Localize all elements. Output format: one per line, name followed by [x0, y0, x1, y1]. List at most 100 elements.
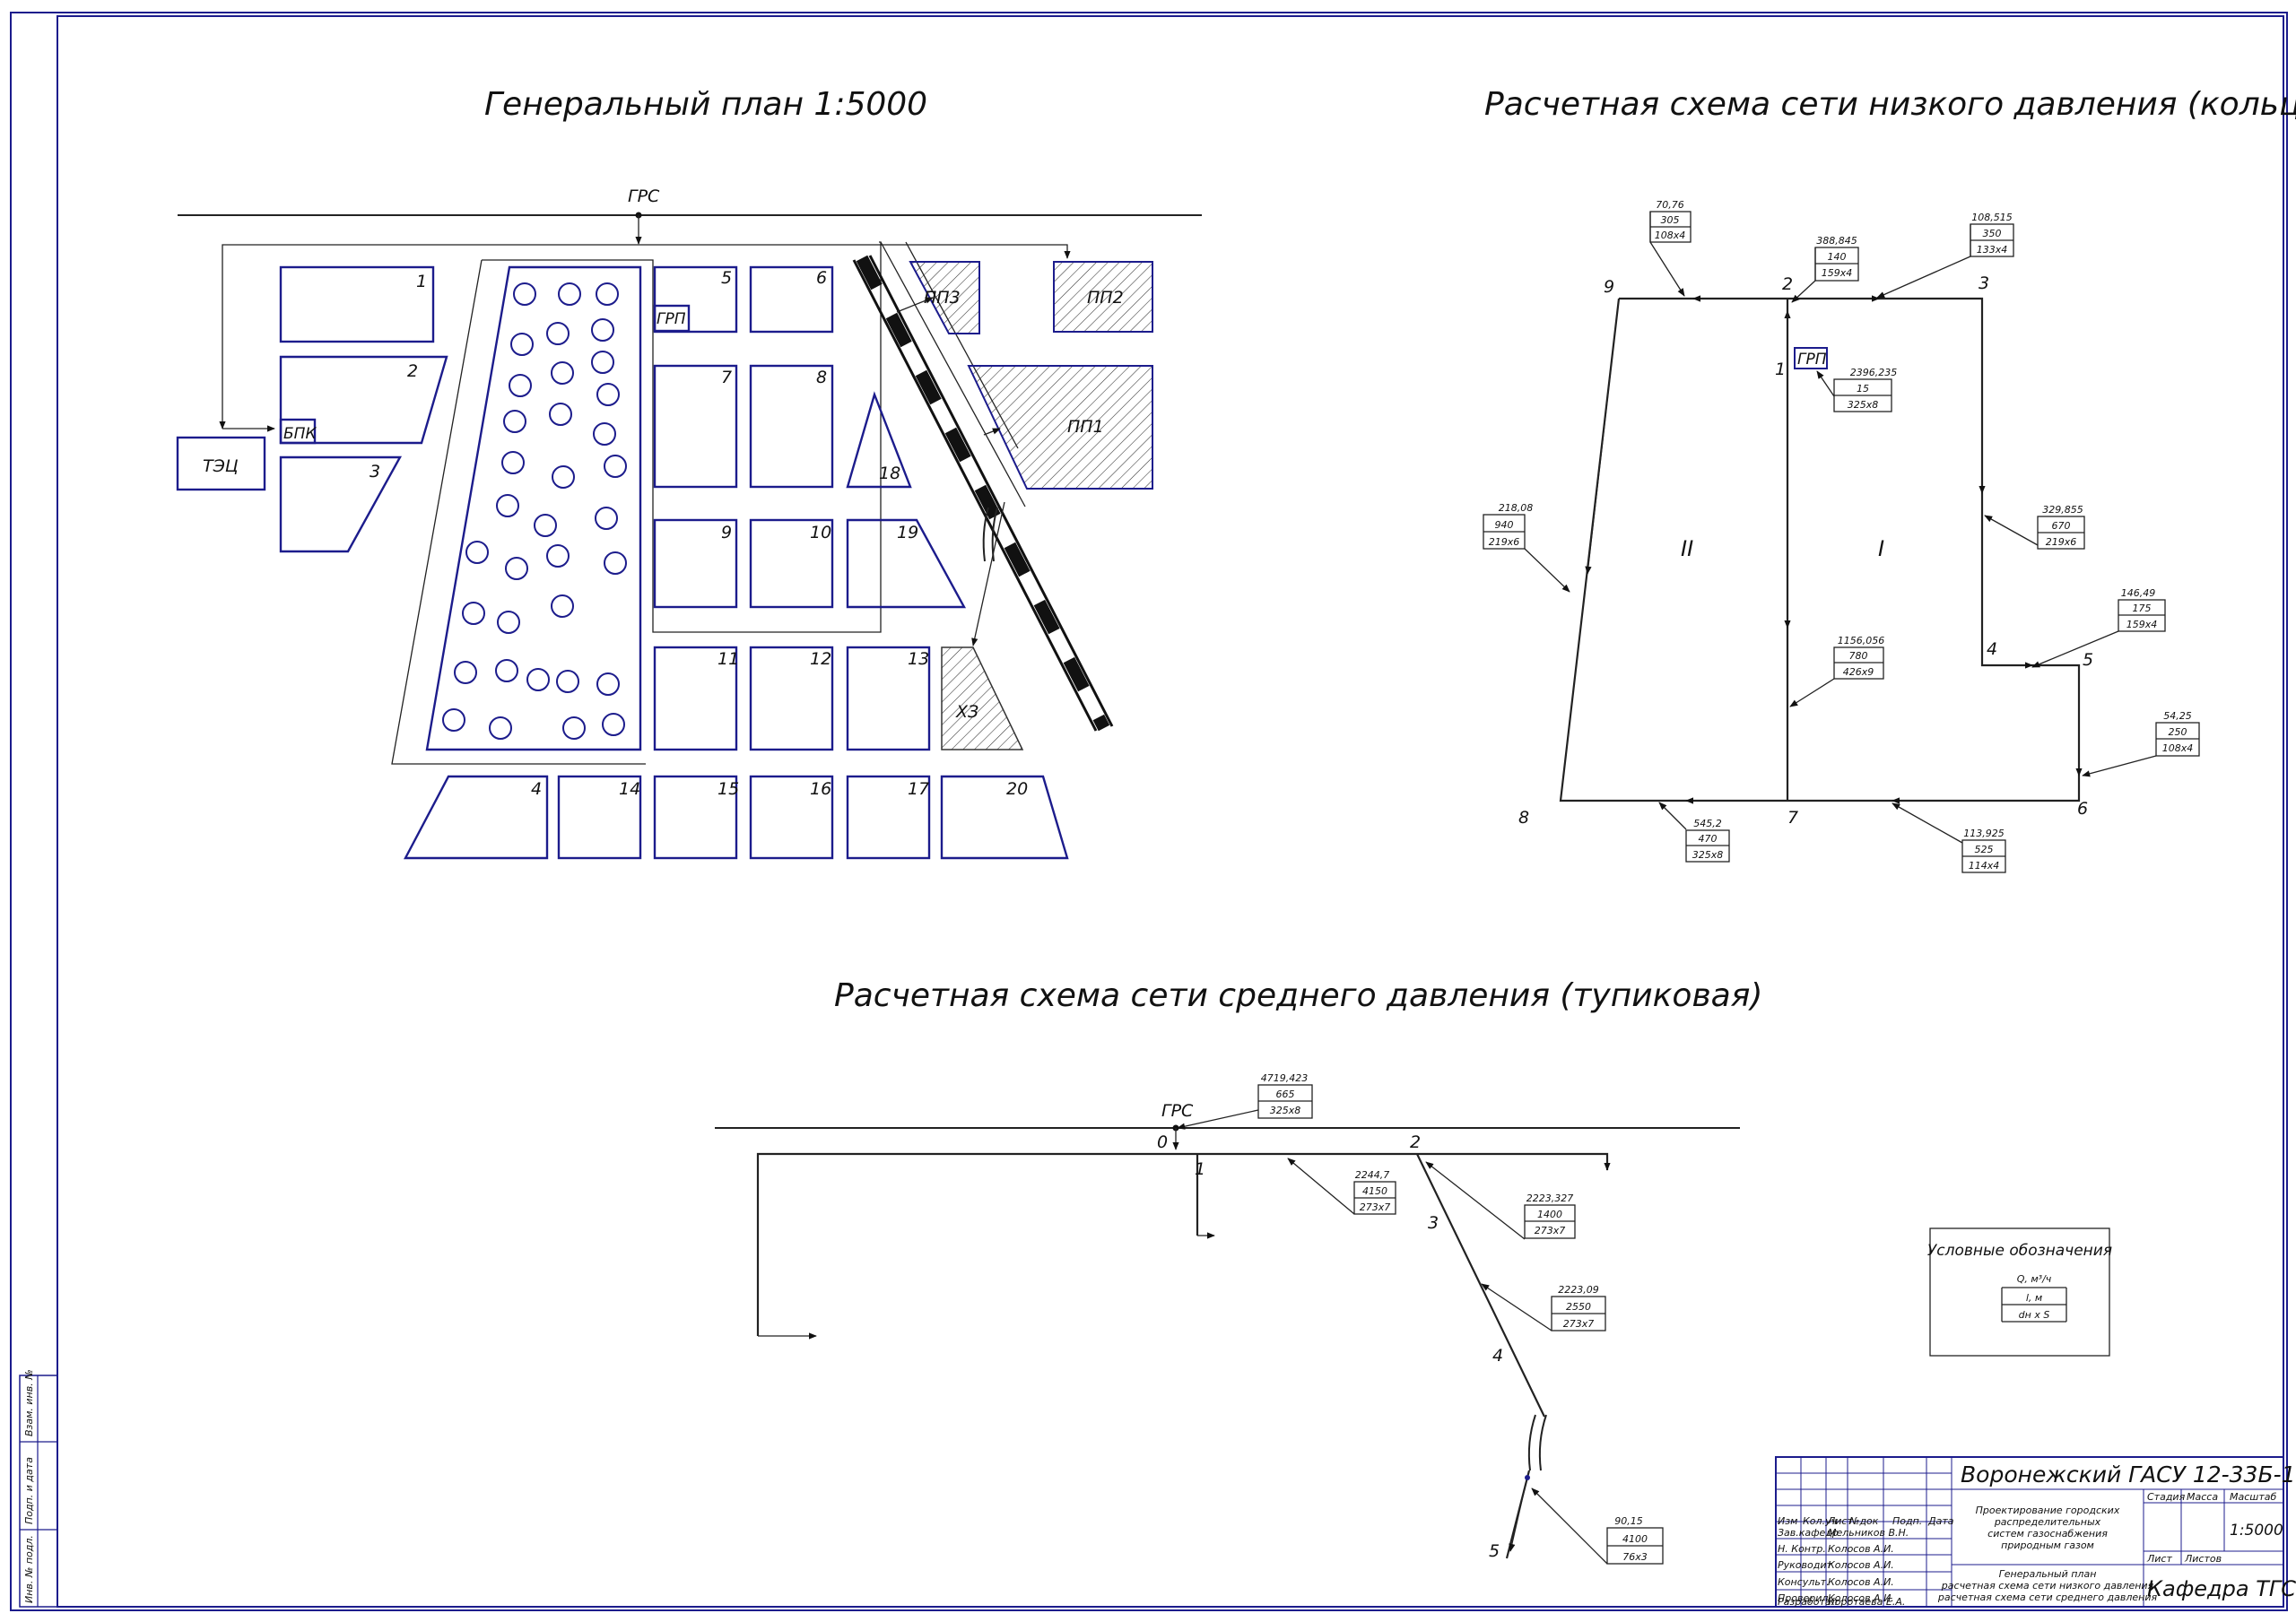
- section-d: 273х7: [1360, 1201, 1391, 1213]
- legend-title: Условные обозначения: [1927, 1242, 2112, 1260]
- role-name: Мельников В.Н.: [1828, 1527, 1909, 1539]
- role: Н. Контр.: [1778, 1543, 1826, 1555]
- lp-node-5: 5: [2083, 650, 2093, 670]
- lp-section-6: 218,08 940 219х6: [1483, 502, 1570, 593]
- block-11-label: 11: [718, 649, 739, 669]
- section-d: 159х4: [2126, 619, 2158, 630]
- lp-section-10: 545,2 470 325х8: [1658, 802, 1730, 863]
- block-9-label: 9: [721, 523, 732, 542]
- mp-section-4: 2223,09 2550 273х7: [1481, 1283, 1606, 1331]
- block-9: [653, 518, 738, 609]
- header-kol: Кол.уч: [1803, 1515, 1838, 1527]
- section-l: 940: [1495, 519, 1514, 531]
- legend-d: dн х S: [2019, 1309, 2050, 1321]
- ring-network: [1559, 297, 2081, 802]
- mp-grs-label: ГРС: [1161, 1101, 1194, 1121]
- mp-node-2: 2: [1410, 1132, 1421, 1152]
- block-19: [846, 518, 967, 609]
- bpk-building: [279, 418, 317, 445]
- legend-l: l, м: [2026, 1292, 2042, 1304]
- lp-section-2: 388,845 140 159х4: [1791, 235, 1859, 303]
- industrial-xz: [941, 646, 1024, 750]
- block-7-label: 7: [721, 368, 732, 387]
- ring-ii-label: II: [1681, 536, 1693, 561]
- lp-grp-label: ГРП: [1797, 351, 1827, 369]
- block-16: [749, 775, 834, 860]
- section-d: 219х6: [2046, 536, 2077, 548]
- block-20-label: 20: [1006, 779, 1028, 799]
- title-block: Изм Кол.уч Лист №док Подп. Дата Зав.кафе…: [1775, 1456, 2296, 1608]
- section-l: 250: [2169, 726, 2187, 738]
- block-10: [749, 518, 834, 609]
- lp-node-3: 3: [1979, 273, 1989, 293]
- section-q: 2396,235: [1850, 367, 1898, 378]
- stage-label: Стадия: [2147, 1491, 2186, 1503]
- project-line: природным газом: [2001, 1540, 2094, 1551]
- header-izm: Изм: [1778, 1515, 1797, 1527]
- grp-label: ГРП: [657, 310, 686, 328]
- block-8-label: 8: [816, 368, 827, 387]
- section-q: 388,845: [1816, 235, 1857, 247]
- block-4: [404, 775, 549, 860]
- role-name: Колосов А.И.: [1828, 1576, 1894, 1588]
- mp-section-2: 2244,7 4150 273х7: [1287, 1158, 1396, 1215]
- stamp-inv-label: Инв. № подл.: [23, 1535, 35, 1603]
- section-d: 325х8: [1848, 399, 1879, 411]
- lp-node-7: 7: [1787, 808, 1798, 828]
- section-d: 133х4: [1977, 244, 2008, 256]
- block-15-label: 15: [718, 779, 739, 799]
- section-d: 273х7: [1535, 1225, 1566, 1236]
- block-15: [653, 775, 738, 860]
- role: Зав.кафедр: [1778, 1527, 1839, 1539]
- section-l: 175: [2133, 603, 2152, 614]
- section-l: 2550: [1566, 1301, 1591, 1313]
- block-12-label: 12: [810, 649, 831, 669]
- block-19-label: 19: [897, 523, 918, 542]
- lp-grp-box: [1794, 347, 1828, 369]
- industrial-pp2-label: ПП2: [1087, 288, 1124, 308]
- section-d: 273х7: [1563, 1318, 1595, 1330]
- section-l: 665: [1276, 1089, 1295, 1100]
- legend-q: Q, м³/ч: [2017, 1273, 2052, 1285]
- section-q: 2223,09: [1558, 1284, 1599, 1296]
- section-l: 1400: [1537, 1209, 1562, 1220]
- section-q: 90,15: [1614, 1515, 1643, 1527]
- project-line: распределительных: [1994, 1516, 2101, 1528]
- sheet-name-line: расчетная схема сети среднего давления: [1937, 1592, 2158, 1603]
- ring-i-label: I: [1878, 536, 1884, 561]
- lp-node-2: 2: [1782, 274, 1793, 294]
- section-l: 670: [2052, 520, 2071, 532]
- project-line: систем газоснабжения: [1987, 1528, 2108, 1540]
- side-stamp: Инв. № подл. Подп. и дата Взам. инв. №: [19, 1369, 58, 1608]
- block-11: [653, 646, 738, 751]
- block-7: [653, 364, 738, 489]
- dept-label: Кафедра ТГСиНГД: [2147, 1576, 2296, 1601]
- mp-node-5: 5: [1489, 1541, 1500, 1561]
- lp-section-8: 1156,056 780 426х9: [1789, 635, 1885, 707]
- industrial-xz-label: ХЗ: [955, 702, 978, 722]
- block-3-label: 3: [370, 462, 380, 481]
- general-plan: Генеральный план 1:5000 ГРС ТЭЦ 1 2 БПК …: [176, 86, 1202, 860]
- park-trees: [442, 282, 627, 740]
- medium-pressure-title: Расчетная схема сети среднего давления (…: [834, 977, 1762, 1014]
- industrial-pp3-label: ПП3: [924, 288, 961, 308]
- grp-building: [653, 304, 691, 333]
- section-q: 70,76: [1656, 199, 1684, 211]
- block-5: [653, 265, 738, 334]
- section-l: 525: [1975, 844, 1994, 855]
- lp-node-1: 1: [1775, 360, 1786, 379]
- header-list: Лист: [1827, 1515, 1853, 1527]
- block-17: [846, 775, 931, 860]
- general-plan-title: Генеральный план 1:5000: [484, 86, 927, 123]
- mp-node-0: 0: [1157, 1132, 1168, 1152]
- role: Консульт.: [1778, 1576, 1830, 1588]
- lp-node-4: 4: [1987, 639, 1997, 659]
- block-10-label: 10: [810, 523, 831, 542]
- block-18-label: 18: [879, 464, 900, 483]
- section-q: 1156,056: [1838, 635, 1885, 646]
- lp-section-11: 113,925 525 114х4: [1892, 802, 2006, 873]
- scale-value: 1:5000: [2230, 1522, 2283, 1540]
- low-pressure-title: Расчетная схема сети низкого давления (к…: [1484, 86, 2296, 123]
- low-pressure-scheme: Расчетная схема сети низкого давления (к…: [1483, 86, 2296, 873]
- section-l: 4150: [1362, 1185, 1387, 1197]
